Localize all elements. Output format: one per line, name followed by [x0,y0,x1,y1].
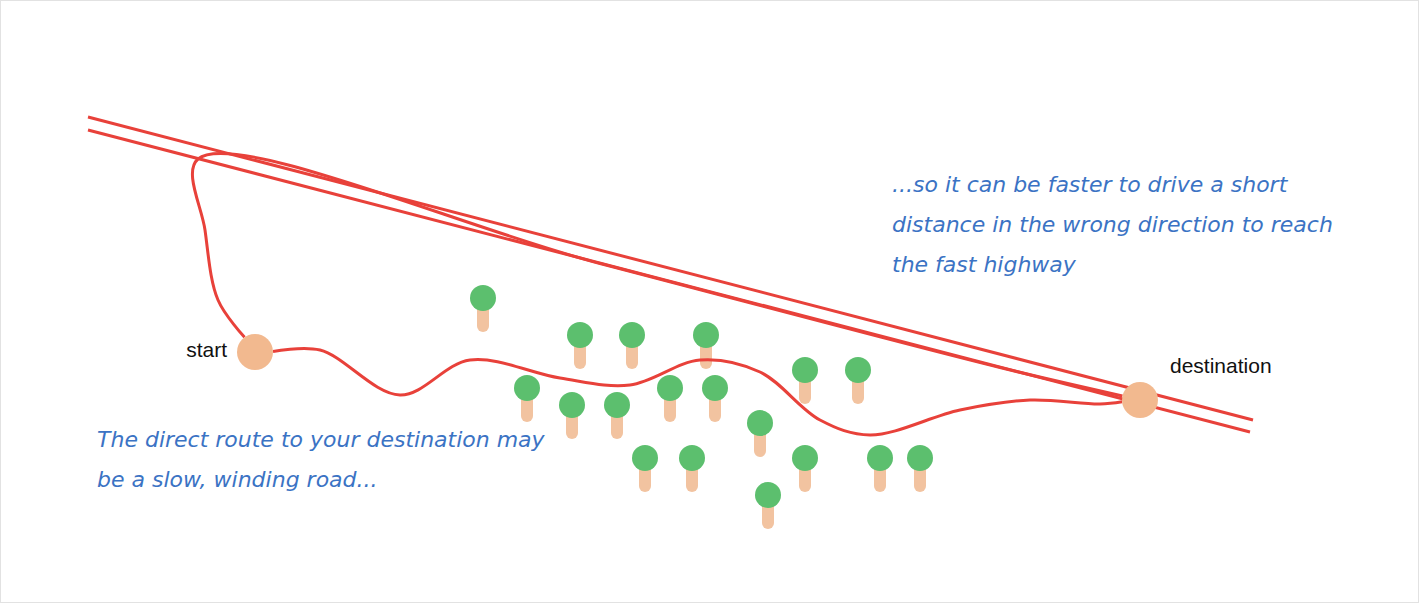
forest [470,285,933,529]
tree-crown [619,322,645,348]
tree-crown [514,375,540,401]
tree-crown [567,322,593,348]
callout-note: The direct route to your destination may… [97,420,567,500]
tree-crown [845,357,871,383]
callout-note: ...so it can be faster to drive a short … [892,165,1362,285]
tree [792,357,818,404]
tree-crown [693,322,719,348]
tree [907,445,933,492]
tree [792,445,818,492]
tree-crown [632,445,658,471]
tree [702,375,728,422]
place-dot: start [237,334,273,370]
tree [619,322,645,369]
tree [845,357,871,404]
tree [514,375,540,422]
tree-crown [604,392,630,418]
tree [567,322,593,369]
tree-crown [792,357,818,383]
road [273,348,1122,435]
tree [632,445,658,492]
tree [559,392,585,439]
tree-crown [747,410,773,436]
tree [867,445,893,492]
tree-crown [755,482,781,508]
tree [755,482,781,529]
tree-crown [470,285,496,311]
tree-crown [702,375,728,401]
tree-crown [792,445,818,471]
tree [747,410,773,457]
place-name: destination [1170,354,1272,378]
tree [657,375,683,422]
place-name: start [186,338,227,362]
tree-crown [679,445,705,471]
tree [693,322,719,369]
tree [604,392,630,439]
place-dot: destination [1122,382,1158,418]
highway-edge [88,117,1253,420]
tree [679,445,705,492]
tree-crown [907,445,933,471]
tree-crown [559,392,585,418]
tree-crown [867,445,893,471]
tree-crown [657,375,683,401]
tree [470,285,496,332]
